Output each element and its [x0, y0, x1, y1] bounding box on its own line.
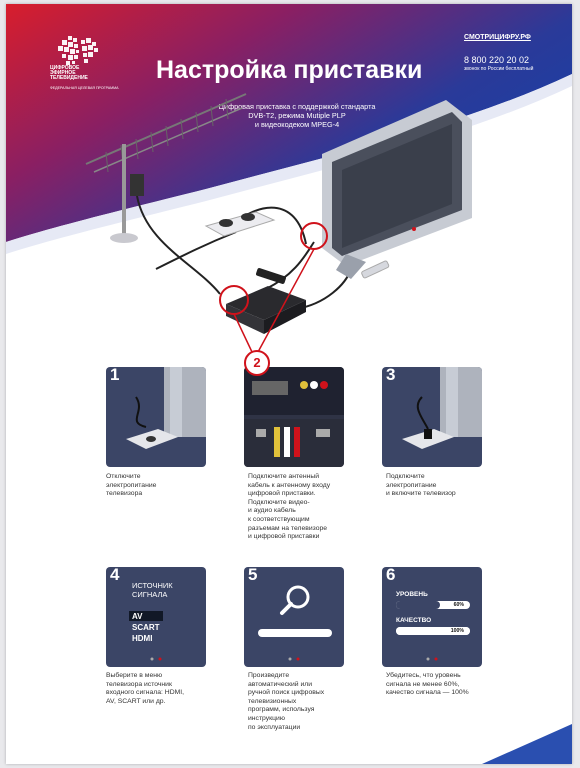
- butterfly-logo-icon: [58, 36, 98, 65]
- instruction-leaflet: ЦИФРОВОЕ ЭФИРНОЕ ТЕЛЕВИДЕНИЕ ФЕДЕРАЛЬНАЯ…: [6, 4, 572, 764]
- callout-number: 2: [244, 350, 270, 376]
- step-number: 6: [386, 567, 396, 584]
- logo-wordmark: ЦИФРОВОЕ ЭФИРНОЕ ТЕЛЕВИДЕНИЕ: [50, 65, 88, 81]
- signal-level-label: УРОВЕНЬ: [396, 591, 428, 598]
- step-6-caption: Убедитесь, что уровень сигнала не менее …: [386, 672, 469, 697]
- signal-level-bar: 60%: [396, 601, 470, 609]
- requirements-subtitle: Цифровая приставка с поддержкой стандарт…: [218, 102, 376, 129]
- source-option-scart[interactable]: SCART: [132, 623, 160, 632]
- step-number: 4: [110, 567, 120, 584]
- step-number: 5: [248, 567, 258, 584]
- signal-quality-label: КАЧЕСТВО: [396, 617, 432, 624]
- signal-quality-value: 100%: [450, 628, 464, 634]
- step-2-panel: [244, 367, 344, 467]
- antenna-icon: [85, 93, 247, 243]
- source-option-hdmi[interactable]: HDMI: [132, 634, 153, 643]
- step-5-caption: Произведите автоматический или ручной по…: [248, 672, 325, 731]
- search-icon: [280, 585, 310, 615]
- set-top-box-icon: [226, 286, 306, 334]
- tv-indicator-icon: [288, 657, 300, 661]
- website-link[interactable]: СМОТРИЦИФРУ.РФ: [464, 34, 531, 41]
- tv-indicator-icon: [150, 657, 162, 661]
- corner-decoration: [482, 724, 572, 764]
- step-1-caption: Отключите электропитание телевизора: [106, 473, 157, 498]
- hotline-phone[interactable]: 8 800 220 20 02: [464, 55, 530, 65]
- connection-illustration: [85, 93, 472, 353]
- step-number: 3: [386, 367, 396, 384]
- step-4-panel: 4 ИСТОЧНИК СИГНАЛА AV SCART HDMI: [106, 567, 206, 667]
- connectors-icon: [244, 367, 344, 467]
- tv-indicator-icon: [426, 657, 438, 661]
- step-1-panel: 1: [106, 367, 206, 467]
- page-title: Настройка приставки: [156, 56, 423, 84]
- signal-level-fill: [396, 601, 441, 609]
- step-3-panel: 3: [382, 367, 482, 467]
- search-progress-bar: [258, 629, 332, 637]
- signal-quality-fill: [396, 627, 470, 635]
- signal-level-value: 60%: [453, 602, 464, 608]
- signal-quality-bar: 100%: [396, 627, 470, 635]
- remote-icon: [256, 268, 286, 284]
- step-4-caption: Выберите в меню телевизора источник вход…: [106, 672, 185, 705]
- plug-in-tv-icon: [402, 367, 482, 449]
- tv-icon: [322, 100, 472, 279]
- step-2-caption: Подключите антенный кабель к антенному в…: [248, 473, 331, 541]
- source-option-av[interactable]: AV: [132, 612, 143, 621]
- source-menu-title: ИСТОЧНИК СИГНАЛА: [132, 581, 173, 599]
- logo-subtext: ФЕДЕРАЛЬНАЯ ЦЕЛЕВАЯ ПРОГРАММА: [50, 86, 119, 90]
- step-number: 1: [110, 367, 120, 384]
- step-3-caption: Подключите электропитание и включите тел…: [386, 473, 456, 498]
- menu-selection-highlight: [129, 611, 163, 621]
- header-banner: [6, 4, 572, 254]
- tv-remote-icon: [361, 260, 390, 279]
- step-6-panel: 6 УРОВЕНЬ 60% КАЧЕСТВО 100%: [382, 567, 482, 667]
- power-strip-icon: [204, 211, 276, 237]
- step-5-panel: 5: [244, 567, 344, 667]
- unplug-tv-icon: [126, 367, 206, 449]
- hotline-note: звонок по России бесплатный: [464, 66, 534, 72]
